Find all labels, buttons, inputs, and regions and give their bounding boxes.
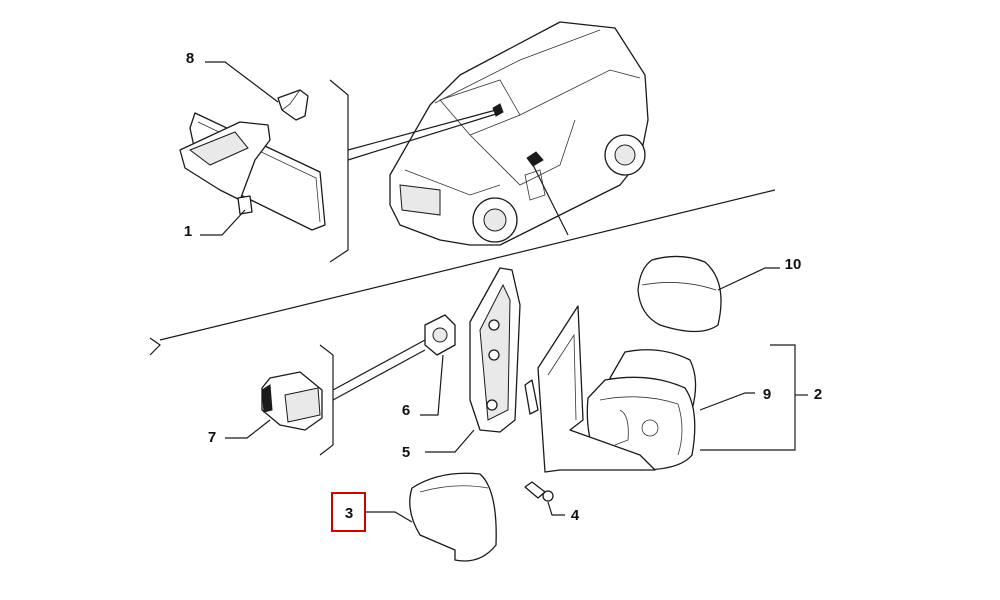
- part-10-cap: [637, 255, 780, 333]
- leader-8: [205, 61, 279, 103]
- callout-4: 4: [571, 507, 580, 524]
- van-exterior-mirror-marker: [526, 151, 544, 167]
- group-bracket-2: [700, 344, 808, 451]
- part-5-plate: [425, 267, 539, 453]
- mirror-arm-base: [537, 305, 656, 473]
- leader-10: [717, 267, 780, 291]
- callout-2: 2: [814, 386, 822, 403]
- leader-5: [425, 429, 475, 453]
- leader-7: [225, 419, 271, 439]
- van-interior-mirror-marker: [492, 103, 504, 117]
- leader-1: [200, 209, 246, 236]
- van-grille: [399, 184, 441, 216]
- callout-3: 3: [345, 505, 353, 522]
- mirror-stud: [237, 195, 253, 215]
- highlight-box-3: [331, 492, 366, 532]
- part-8-cover: [205, 61, 309, 121]
- callout-10: 10: [785, 256, 802, 273]
- wire-connector: [524, 379, 539, 415]
- callout-9: 9: [763, 386, 771, 403]
- part-3-cover: [365, 472, 497, 562]
- leader-4: [547, 501, 565, 516]
- callout-6: 6: [402, 402, 410, 419]
- part-1-interior-mirror: [179, 112, 326, 236]
- callout-7: 7: [208, 429, 216, 446]
- callout-1: 1: [184, 223, 192, 240]
- divider-left-tick: [149, 337, 161, 356]
- callout-5: 5: [402, 444, 410, 461]
- leader-3: [365, 511, 413, 523]
- mirror-mount: [179, 121, 271, 201]
- part-4-screw: [524, 481, 565, 516]
- leader-6: [420, 354, 444, 416]
- leader-9: [699, 392, 755, 411]
- van-illustration: [389, 21, 649, 246]
- part-6-ring: [420, 314, 456, 416]
- diagonal-section-divider: [159, 189, 776, 341]
- van-leaders: [347, 109, 569, 236]
- bracket-interior-mirror: [329, 79, 349, 263]
- callout-8: 8: [186, 50, 194, 67]
- part-7-switch: [225, 339, 426, 439]
